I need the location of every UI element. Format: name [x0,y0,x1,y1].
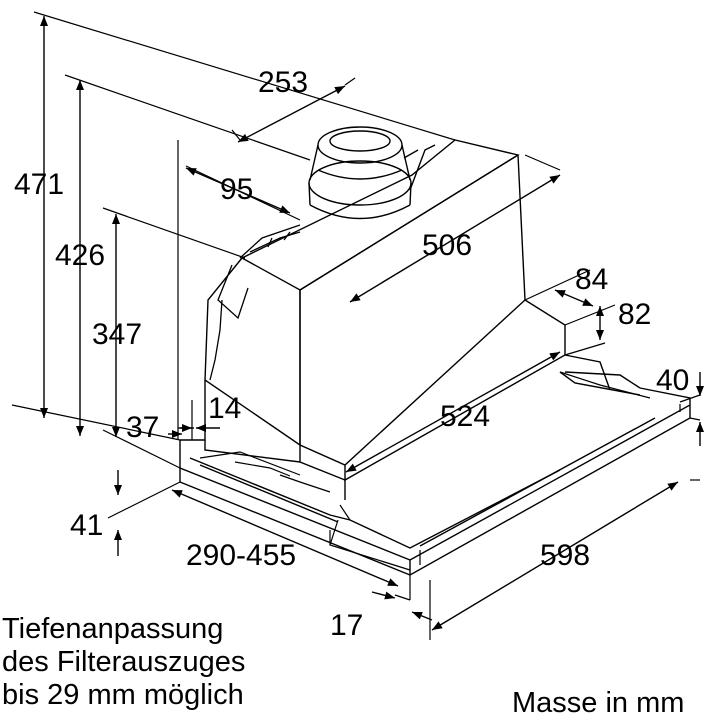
dim-37: 37 [126,411,159,444]
dim-506: 506 [422,229,472,262]
depth-adjustment-note: Tiefenanpassung des Filterauszuges bis 2… [2,613,245,712]
note-line-1: Tiefenanpassung [2,613,224,645]
dim-347: 347 [92,318,142,351]
dim-426: 426 [55,239,105,272]
dimension-arrows [40,15,704,631]
dim-41: 41 [70,509,103,542]
units-label: Masse in mm [512,687,685,719]
dim-290-455: 290-455 [186,539,296,572]
dim-598: 598 [540,539,590,572]
hood-outline [179,139,691,576]
dim-524: 524 [440,400,490,433]
duct-collar [308,126,436,220]
dim-84: 84 [575,263,608,296]
dim-40: 40 [656,364,689,397]
dim-253: 253 [258,66,308,99]
dim-82: 82 [618,298,651,331]
dim-471: 471 [14,168,64,201]
dimension-labels: 253 95 471 426 347 506 84 82 40 524 14 3… [14,66,689,642]
dim-14: 14 [208,392,241,425]
dim-95: 95 [220,173,253,206]
handle-bar [209,224,301,381]
dim-17: 17 [330,609,363,642]
note-line-3: bis 29 mm möglich [2,679,244,711]
note-line-2: des Filterauszuges [2,646,246,678]
